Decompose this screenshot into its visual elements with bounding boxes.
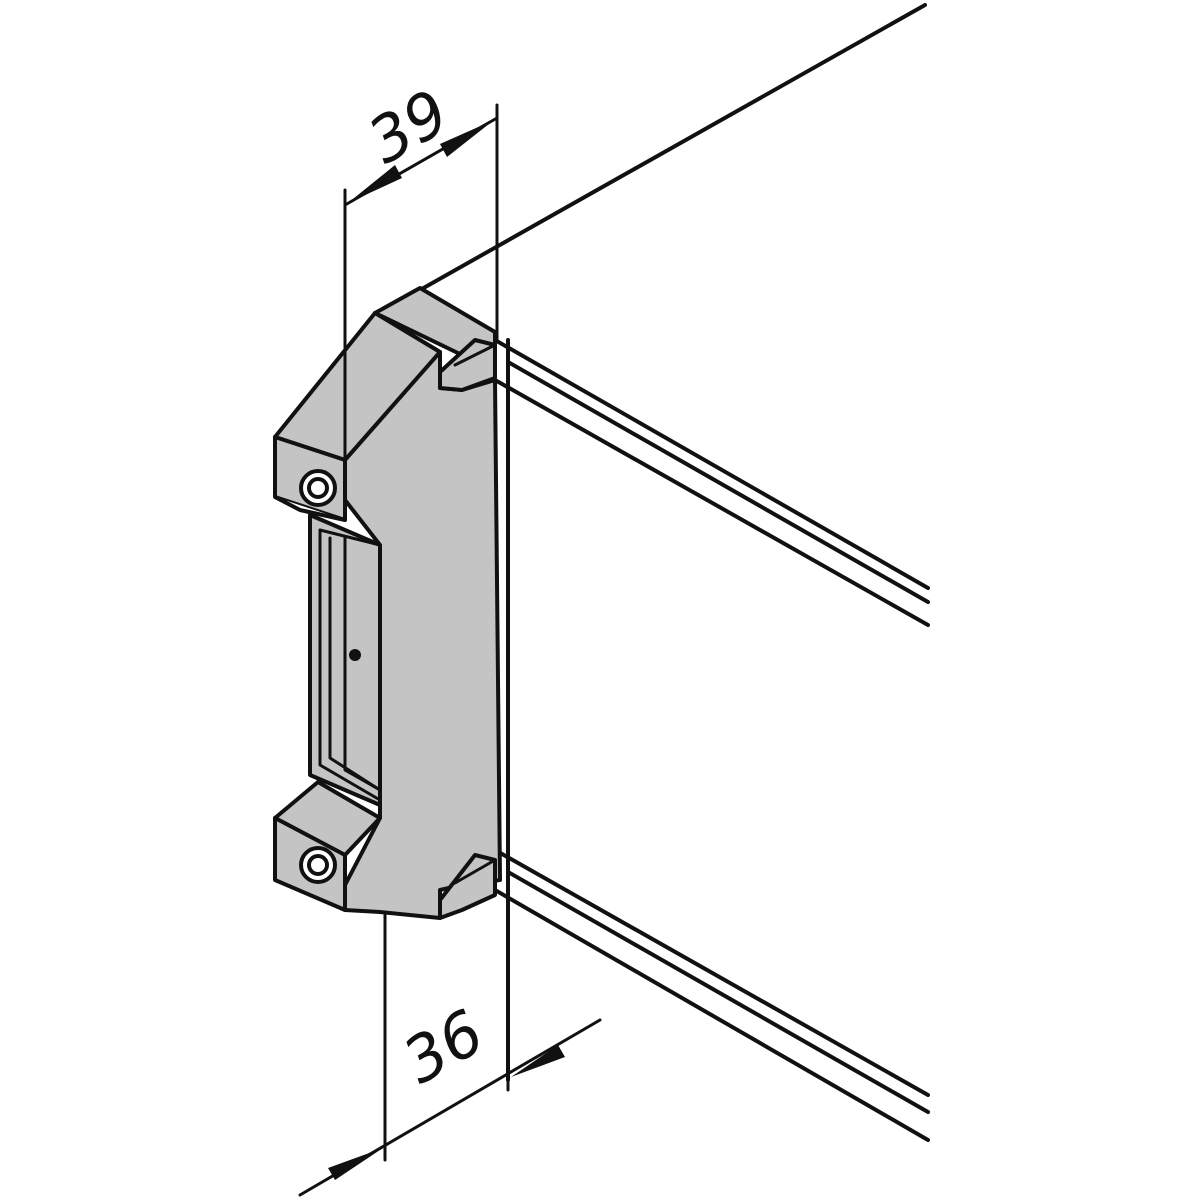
lower-mounting-ear [273,816,347,912]
dimension-36: 36 [298,913,602,1197]
lower-locating-pin [438,853,497,920]
panel-outline [418,3,927,1082]
lower-pin-body [438,853,497,920]
bracket-top-face [373,286,497,357]
upper-screw-icon [299,469,337,507]
upper-rail-bottom-line [493,378,930,627]
upper-ear-side [274,495,346,522]
upper-mounting-ear [273,435,347,522]
lower-rail-bottom-line [493,888,930,1142]
lower-pin-edge [453,858,497,885]
dim39-label: 39 [356,75,461,178]
recess-inner-left [318,528,382,802]
upper-rail [493,338,930,627]
upper-locating-pin [438,338,497,392]
recess-hole-dot [349,649,361,661]
dim39-arrow-left [348,165,402,203]
lower-rail [493,848,930,1142]
lower-rail-top-line [493,848,930,1097]
upper-pin-edge [453,343,497,367]
dim39-arrow-right [440,120,494,157]
dim36-arrow-left [328,1148,383,1180]
recess-lip [343,536,382,792]
dim36-arrow-right [511,1045,565,1077]
lower-screw-icon [299,846,337,884]
recess-inner-edge-top [318,528,382,547]
lower-rail-mid-line [506,870,930,1114]
dim36-label: 36 [391,995,496,1098]
upper-rail-mid-line [506,360,930,604]
bracket [273,286,502,920]
upper-rail-top-line [493,338,930,590]
panel-top-edge [418,3,927,292]
center-recess [308,513,382,807]
